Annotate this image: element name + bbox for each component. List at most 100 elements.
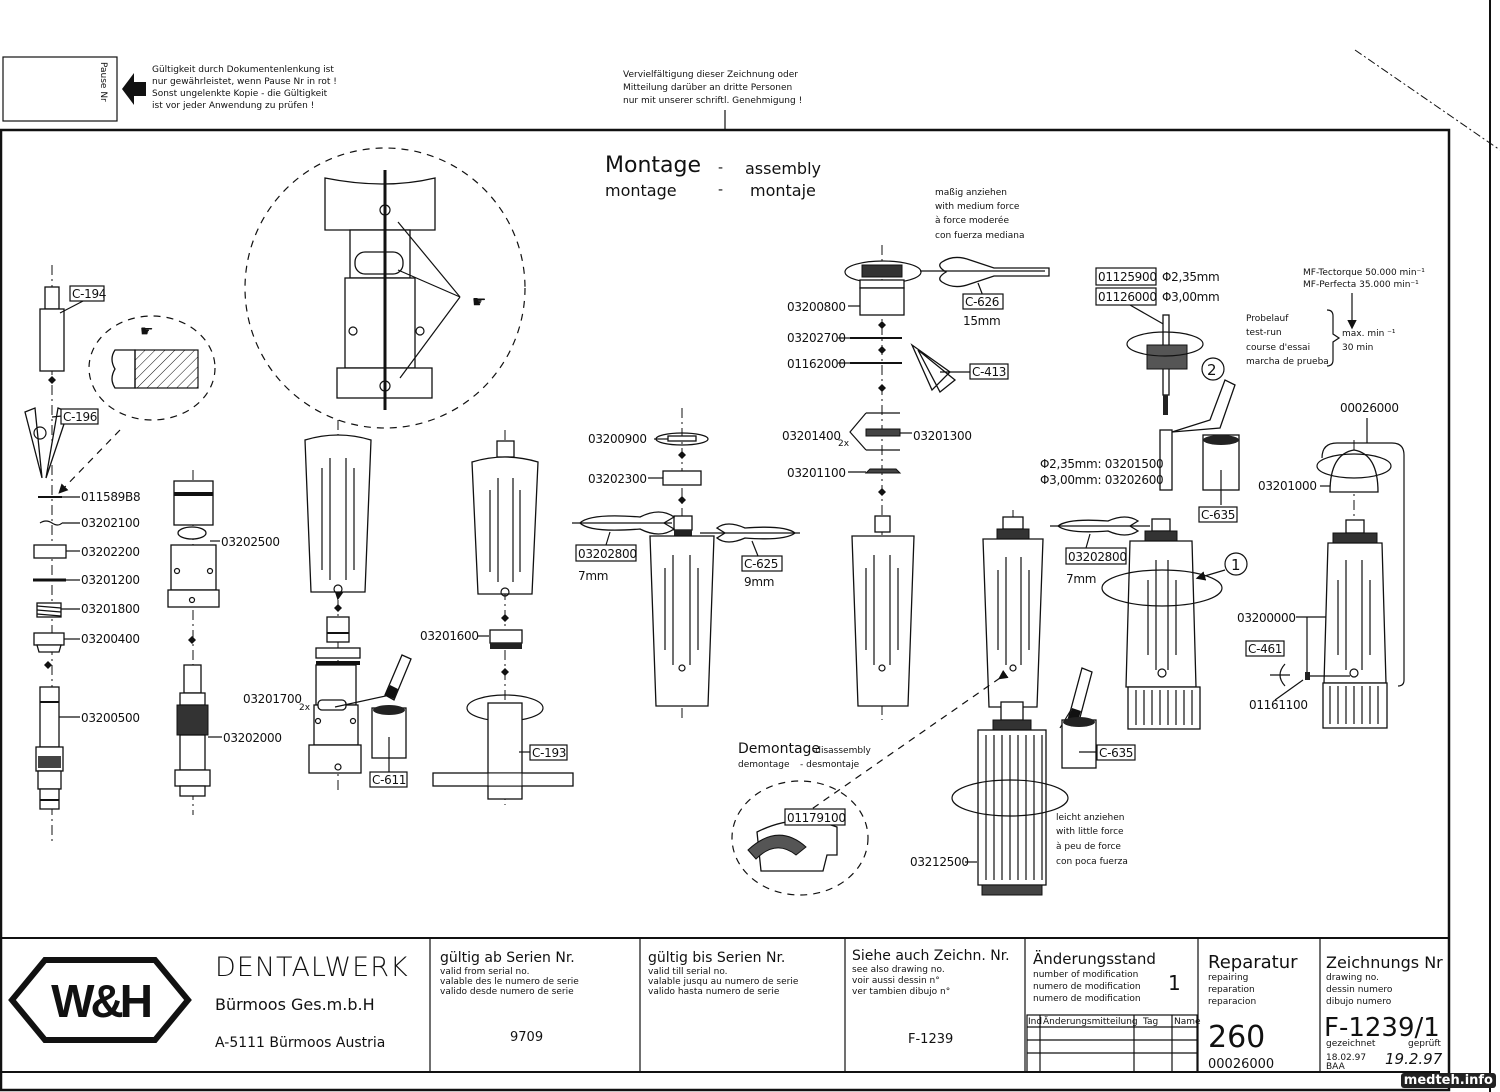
repair-value: 260 xyxy=(1208,1020,1265,1055)
pointing-hand-icon: ☛ xyxy=(140,322,153,340)
svg-text:C-611: C-611 xyxy=(372,773,406,787)
column-6-stack: 03200800 C-626 15mm maßig anziehen with … xyxy=(782,188,1050,720)
svg-text:C-626: C-626 xyxy=(965,295,999,309)
svg-text:Φ3,00mm: Φ3,00mm xyxy=(1162,290,1219,304)
svg-text:01126000: 01126000 xyxy=(1098,290,1157,304)
svg-text:03202100: 03202100 xyxy=(81,516,140,530)
svg-text:Φ3,00mm: 03202600: Φ3,00mm: 03202600 xyxy=(1040,473,1163,487)
copyright-note: Vervielfältigung dieser Zeichnung oder M… xyxy=(623,70,802,130)
tool-label-c635 xyxy=(1198,506,1238,523)
part-label-03202800b xyxy=(1065,547,1127,565)
svg-text:03201600: 03201600 xyxy=(420,629,479,643)
svg-text:Φ2,35mm: Φ2,35mm xyxy=(1162,270,1219,284)
tool-label-c461 xyxy=(1245,640,1285,657)
svg-text:con fuerza mediana: con fuerza mediana xyxy=(935,231,1024,241)
svg-text:00026000: 00026000 xyxy=(1340,401,1399,415)
svg-text:9mm: 9mm xyxy=(744,575,774,589)
svg-text:18.02.97: 18.02.97 xyxy=(1326,1053,1366,1063)
svg-text:A-5111 Bürmoos Austria: A-5111 Bürmoos Austria xyxy=(215,1035,385,1051)
svg-text:C-461: C-461 xyxy=(1248,642,1282,656)
svg-text:Mitteilung darüber an dritte P: Mitteilung darüber an dritte Personen xyxy=(623,83,792,93)
svg-text:03200900: 03200900 xyxy=(588,432,647,446)
svg-text:valid from serial no.: valid from serial no. xyxy=(440,967,529,977)
svg-text:C-194: C-194 xyxy=(72,287,106,301)
column-3-stack: 03201700 2x C-611 xyxy=(243,420,412,790)
svg-text:reparation: reparation xyxy=(1208,985,1255,995)
svg-text:W&H: W&H xyxy=(51,975,151,1027)
svg-text:C-196: C-196 xyxy=(63,410,97,424)
svg-text:03200400: 03200400 xyxy=(81,632,140,646)
svg-text:01179100: 01179100 xyxy=(787,811,846,825)
svg-text:30 min: 30 min xyxy=(1342,343,1373,353)
svg-text:03202300: 03202300 xyxy=(588,472,647,486)
svg-text:reparacion: reparacion xyxy=(1208,997,1256,1007)
drawing-frame xyxy=(0,128,1451,1092)
company-name: DENTALWERK xyxy=(215,952,409,983)
svg-text:7mm: 7mm xyxy=(1066,572,1096,586)
column-1-stack: C-194 C-196 011589B8 03202100 03202200 0… xyxy=(24,265,141,845)
svg-text:voir aussi dessin n°: voir aussi dessin n° xyxy=(852,976,940,986)
see-also-value: F-1239 xyxy=(908,1032,953,1047)
svg-text:03201800: 03201800 xyxy=(81,602,140,616)
svg-text:C-635: C-635 xyxy=(1099,746,1133,760)
svg-text:03201200: 03201200 xyxy=(81,573,140,587)
svg-text:nur mit unserer schriftl. Gene: nur mit unserer schriftl. Genehmigung ! xyxy=(623,96,802,106)
checked-signature: 19.2.97 xyxy=(1385,1050,1443,1068)
svg-text:demontage: demontage xyxy=(738,760,790,770)
svg-text:2: 2 xyxy=(1207,361,1217,379)
pause-label: Pause Nr xyxy=(98,62,108,102)
pointing-hand-icon: ☛ xyxy=(472,292,486,311)
svg-text:montaje: montaje xyxy=(750,181,816,200)
svg-text:valido desde numero de serie: valido desde numero de serie xyxy=(440,987,574,997)
svg-text:Zeichnungs Nr: Zeichnungs Nr xyxy=(1326,953,1443,972)
svg-text:-: - xyxy=(718,182,723,198)
svg-text:max. min ⁻¹: max. min ⁻¹ xyxy=(1342,329,1396,339)
svg-text:Demontage: Demontage xyxy=(738,741,820,757)
column-8-stack: 01125900 Φ2,35mm 01126000 Φ3,00mm 2 C-63… xyxy=(1040,267,1425,730)
svg-text:valable jusqu au numero de ser: valable jusqu au numero de serie xyxy=(648,977,799,987)
svg-text:numero de modification: numero de modification xyxy=(1033,994,1141,1004)
svg-text:with little force: with little force xyxy=(1056,827,1124,837)
tool-label-c625 xyxy=(741,555,783,572)
tool-label-c635b xyxy=(1096,744,1136,761)
svg-text:-disassembly: -disassembly xyxy=(812,746,872,756)
svg-text:MF-Perfecta 35.000 min⁻¹: MF-Perfecta 35.000 min⁻¹ xyxy=(1303,280,1419,290)
svg-text:03202200: 03202200 xyxy=(81,545,140,559)
svg-text:valid till serial no.: valid till serial no. xyxy=(648,967,728,977)
title-block: W&H DENTALWERK Bürmoos Ges.m.b.H A-5111 … xyxy=(1,937,1449,1073)
svg-text:numero de modification: numero de modification xyxy=(1033,982,1141,992)
drawing-number: F-1239/1 xyxy=(1324,1013,1440,1043)
svg-text:Änderungsmitteilung: Änderungsmitteilung xyxy=(1043,1016,1138,1027)
svg-text:03200500: 03200500 xyxy=(81,711,140,725)
watermark: medteh.info xyxy=(1400,1073,1496,1088)
svg-text:montage: montage xyxy=(605,181,677,200)
svg-text:Ind: Ind xyxy=(1028,1017,1042,1027)
svg-text:03201700: 03201700 xyxy=(243,692,302,706)
svg-text:03201100: 03201100 xyxy=(787,466,846,480)
detail-circle-large: ☛ xyxy=(244,147,526,601)
svg-text:03200000: 03200000 xyxy=(1237,611,1296,625)
detail-circle-small: ☛ xyxy=(58,315,216,494)
svg-text:03202700: 03202700 xyxy=(787,331,846,345)
tool-label-c194 xyxy=(69,285,105,302)
svg-text:Vervielfältigung dieser Zeichn: Vervielfältigung dieser Zeichnung oder xyxy=(623,70,798,80)
svg-text:Montage: Montage xyxy=(605,153,701,178)
svg-text:01162000: 01162000 xyxy=(787,357,846,371)
svg-text:03202800: 03202800 xyxy=(1068,550,1127,564)
svg-text:drawing no.: drawing no. xyxy=(1326,973,1379,983)
svg-text:7mm: 7mm xyxy=(578,569,608,583)
svg-text:MF-Tectorque 50.000 min⁻¹: MF-Tectorque 50.000 min⁻¹ xyxy=(1303,268,1425,278)
column-5-stack: 03200900 03202300 03202800 7mm C-625 9mm xyxy=(572,408,800,720)
svg-text:Siehe auch Zeichn. Nr.: Siehe auch Zeichn. Nr. xyxy=(852,948,1010,964)
svg-text:geprüft: geprüft xyxy=(1408,1039,1441,1049)
svg-text:Bürmoos Ges.m.b.H: Bürmoos Ges.m.b.H xyxy=(215,995,375,1014)
svg-text:Reparatur: Reparatur xyxy=(1208,952,1298,973)
svg-text:03202500: 03202500 xyxy=(221,535,280,549)
svg-text:2x: 2x xyxy=(299,703,311,713)
svg-text:2x: 2x xyxy=(838,439,850,449)
svg-text:ist vor jeder Anwendung zu prü: ist vor jeder Anwendung zu prüfen ! xyxy=(152,101,314,111)
svg-text:with medium force: with medium force xyxy=(935,202,1020,212)
svg-text:1: 1 xyxy=(1231,556,1241,574)
wh-logo: W&H xyxy=(8,957,192,1043)
